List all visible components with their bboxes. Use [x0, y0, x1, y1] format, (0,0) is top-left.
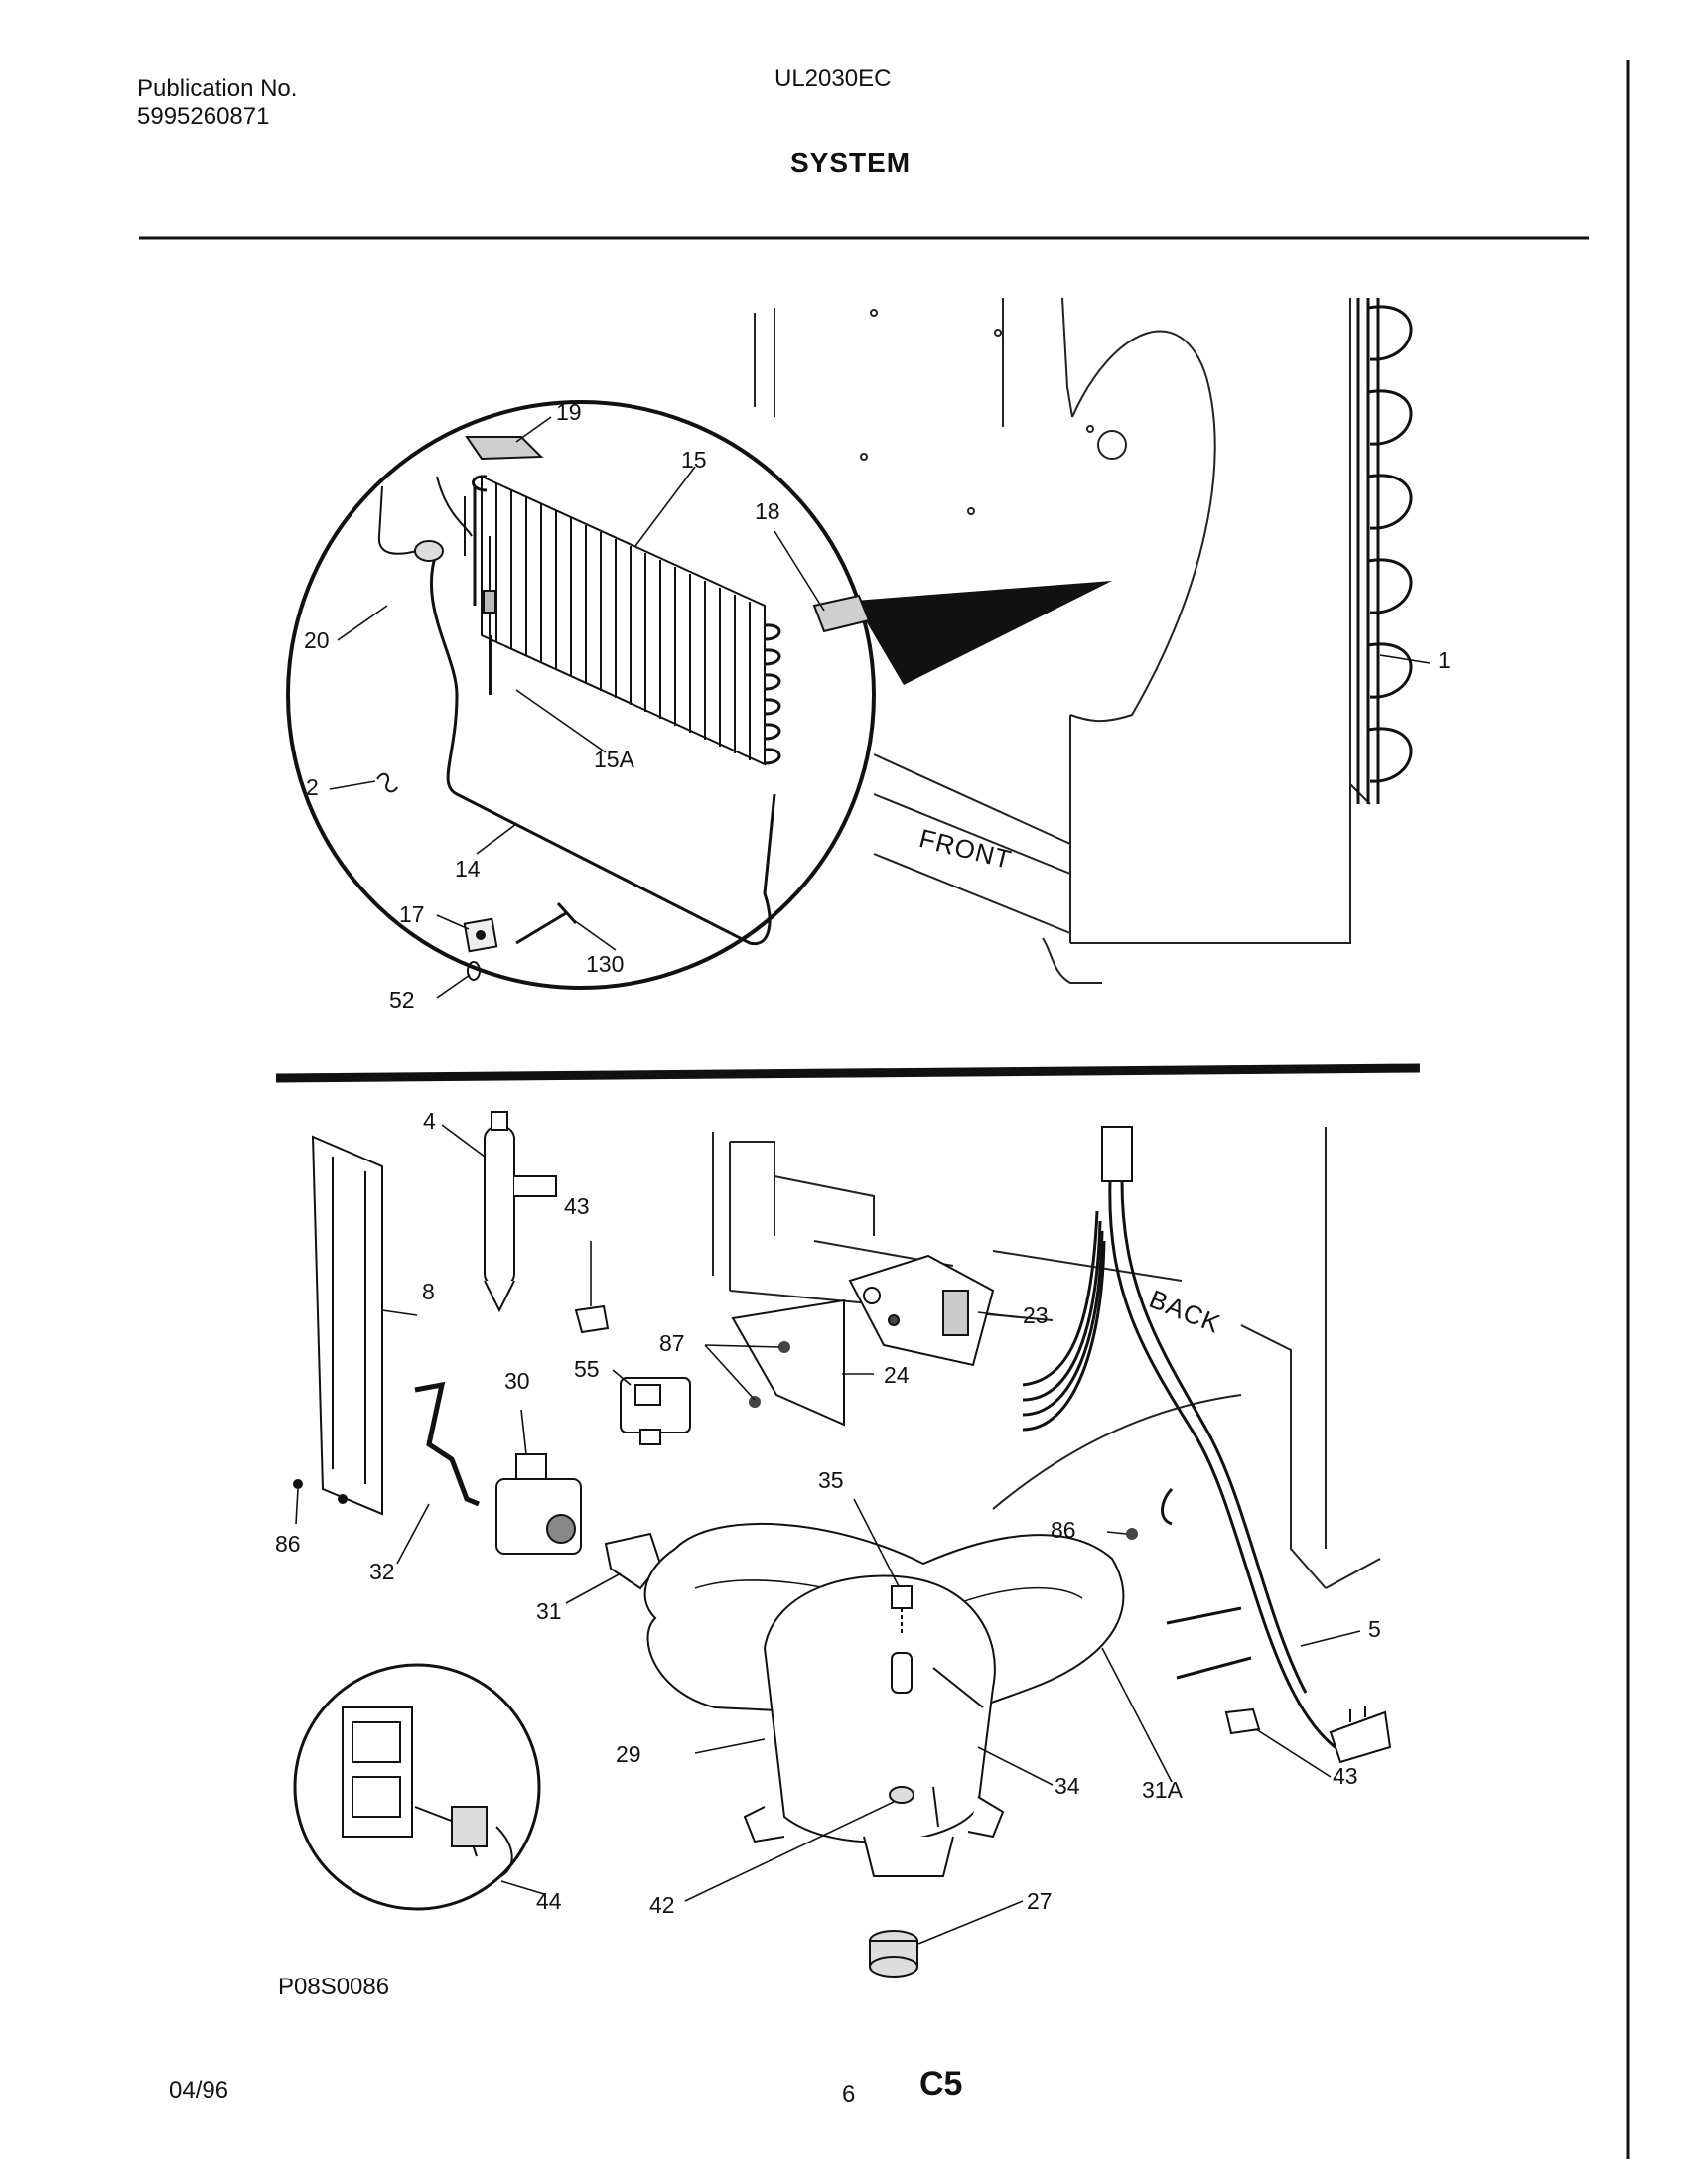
callout-15: 15	[681, 447, 707, 473]
overload-30	[496, 1454, 581, 1554]
insulation-block-19	[467, 437, 541, 459]
wall-outlet-44	[343, 1707, 512, 1876]
wire-32	[415, 1385, 479, 1504]
condenser-plate-8	[294, 1137, 382, 1514]
insulation-block-18	[814, 596, 869, 631]
grommet-52	[468, 962, 480, 980]
callout-34: 34	[1055, 1773, 1080, 1799]
figure-code: P08S0086	[278, 1974, 390, 2000]
callout-29: 29	[616, 1741, 641, 1767]
callout-87: 87	[659, 1330, 685, 1356]
publication-number: 5995260871	[137, 103, 270, 130]
footer-date: 04/96	[169, 2077, 229, 2104]
callout-8: 8	[422, 1279, 435, 1304]
callout-14: 14	[455, 856, 481, 882]
callout-42: 42	[649, 1892, 675, 1918]
callout-52: 52	[389, 987, 415, 1013]
callout-43-upper: 43	[564, 1193, 590, 1219]
clip-43-upper	[576, 1306, 608, 1332]
callout-30: 30	[504, 1368, 530, 1394]
callout-5: 5	[1368, 1616, 1381, 1642]
grommet-27	[870, 1931, 917, 1977]
filter-drier-4	[485, 1112, 556, 1310]
callout-20: 20	[304, 627, 330, 653]
callout-35: 35	[818, 1467, 844, 1493]
callout-55: 55	[574, 1356, 600, 1382]
callout-31: 31	[536, 1598, 562, 1624]
defrost-thermostat-part	[379, 477, 472, 561]
clip-part-2	[377, 774, 397, 792]
evaporator-detail-circle	[288, 402, 874, 988]
detail-pointer	[854, 581, 1112, 685]
section-title: SYSTEM	[790, 147, 912, 178]
drain-dot	[476, 930, 486, 940]
callout-86-right: 86	[1051, 1517, 1076, 1543]
callout-leaders-upper	[330, 417, 1430, 998]
condenser-coil	[1358, 298, 1411, 804]
callout-24: 24	[884, 1362, 910, 1388]
section-code: C5	[919, 2065, 963, 2103]
callout-19: 19	[556, 399, 582, 425]
callout-130: 130	[586, 951, 625, 977]
plug-5	[1331, 1706, 1390, 1762]
terminal-block-part	[484, 536, 495, 695]
screw-35	[892, 1586, 912, 1633]
screw-87	[778, 1341, 790, 1353]
outlet-detail-circle	[295, 1665, 539, 1909]
callout-44: 44	[536, 1888, 562, 1914]
relay-55	[621, 1378, 690, 1444]
callout-32: 32	[369, 1559, 395, 1584]
callout-31A: 31A	[1142, 1777, 1183, 1803]
clip-43-lower	[1226, 1709, 1259, 1733]
callout-4: 4	[423, 1108, 436, 1134]
callout-1: 1	[1438, 647, 1451, 673]
callout-86-left: 86	[275, 1531, 301, 1557]
page-number: 6	[842, 2081, 856, 2108]
compressor-29	[745, 1576, 1003, 1876]
callout-leaders-lower	[296, 1125, 1360, 1944]
evaporator-coil	[474, 477, 780, 764]
power-cord-5	[1023, 1127, 1350, 1757]
defrost-timer-23	[850, 1256, 993, 1365]
callout-18: 18	[755, 498, 780, 524]
screw-86-right	[1126, 1528, 1138, 1540]
heater-tubing	[431, 551, 774, 944]
section-divider	[276, 1068, 1420, 1078]
callout-23: 23	[1023, 1302, 1049, 1328]
callout-15A: 15A	[594, 747, 634, 772]
callout-17: 17	[399, 901, 425, 927]
model-number: UL2030EC	[774, 66, 892, 92]
publication-label: Publication No.	[137, 75, 298, 102]
screw-87b	[749, 1396, 761, 1408]
callout-43-lower: 43	[1333, 1763, 1358, 1789]
mounting-bracket-24	[733, 1300, 844, 1425]
callout-2: 2	[306, 774, 319, 800]
callout-27: 27	[1027, 1888, 1053, 1914]
freezer-cabinet-upper	[755, 298, 1370, 983]
